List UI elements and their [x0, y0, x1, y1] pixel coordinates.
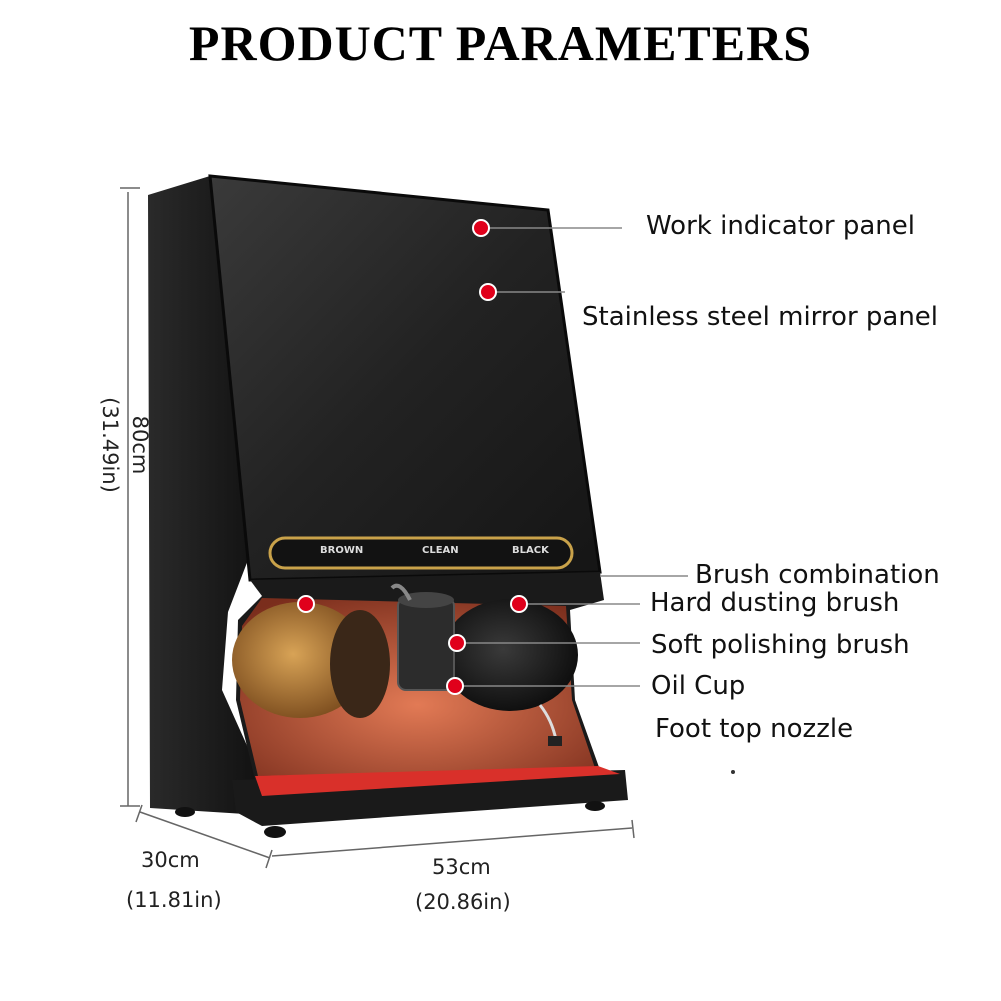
- depth-in: (11.81in): [126, 888, 222, 912]
- brown-button-label: BROWN: [320, 545, 364, 556]
- depth-cm: 30cm: [141, 848, 200, 872]
- marker-dot: [479, 283, 497, 301]
- label-mirror-panel: Stainless steel mirror panel: [582, 302, 939, 332]
- dimension-lines: [120, 187, 635, 869]
- label-brush-combination: Brush combination: [695, 560, 940, 590]
- page-title: PRODUCT PARAMETERS: [188, 15, 813, 71]
- foot: [264, 826, 286, 838]
- marker-dot: [446, 677, 464, 695]
- marker-dot: [448, 634, 466, 652]
- label-soft-polishing-brush: Soft polishing brush: [651, 630, 910, 660]
- height-cm: 80cm: [128, 415, 152, 475]
- marker-dot: [472, 219, 490, 237]
- work-indicator-strip: [268, 536, 574, 570]
- black-button-label: BLACK: [512, 545, 549, 556]
- label-foot-top-nozzle: Foot top nozzle: [655, 714, 854, 744]
- height-dimension: 80cm (31.49in): [65, 365, 155, 525]
- marker-dot: [297, 595, 315, 613]
- width-cm: 53cm: [432, 855, 491, 879]
- foot: [175, 807, 195, 817]
- cabinet-side: [148, 176, 262, 815]
- height-in: (31.49in): [98, 397, 122, 493]
- mirror-panel: [208, 174, 602, 582]
- red-light-strip: [255, 766, 620, 796]
- clean-button-label: CLEAN: [422, 545, 459, 556]
- oil-cup: [397, 597, 455, 691]
- label-work-indicator-panel: Work indicator panel: [646, 211, 915, 241]
- foot: [585, 801, 605, 811]
- label-oil-cup: Oil Cup: [651, 671, 746, 701]
- brush-core: [330, 610, 390, 718]
- leader-lines: [454, 227, 688, 687]
- marker-dot: [510, 595, 528, 613]
- soft-polishing-brush-black: [442, 599, 578, 711]
- width-in: (20.86in): [415, 890, 511, 914]
- label-hard-dusting-brush: Hard dusting brush: [650, 588, 900, 618]
